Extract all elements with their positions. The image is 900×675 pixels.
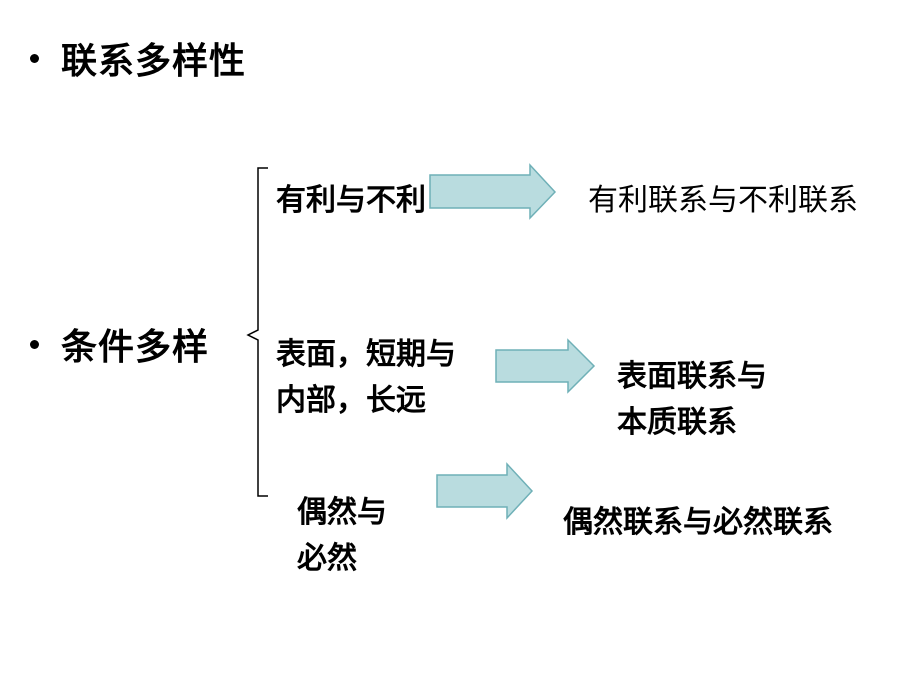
bullet-item-2: 条件多样 [30,318,209,370]
result-label-1: 有利联系与不利联系 [588,178,858,224]
arrow-right-icon-1 [429,163,557,220]
result-line: 表面联系与 [617,359,767,394]
result-label-3: 偶然联系与必然联系 [563,500,833,546]
bullet-dot-icon [30,339,39,349]
cause-line: 表面，短期与 [276,337,456,372]
cause-line: 偶然与 [297,495,387,530]
bullet-2-text: 条件多样 [61,327,210,368]
bullet-1-text: 联系多样性 [61,41,247,82]
left-brace-icon [246,167,268,497]
bullet-item-1: 联系多样性 [30,32,246,84]
result-line: 偶然联系与必然联系 [563,505,833,540]
cause-line: 必然 [297,541,357,576]
bullet-dot-icon [30,53,39,63]
cause-line: 有利与不利 [276,183,426,218]
result-line: 有利联系与不利联系 [588,183,858,218]
cause-line: 内部，长远 [276,383,426,418]
result-line: 本质联系 [617,405,737,440]
cause-label-3: 偶然与 必然 [297,490,387,582]
arrow-right-icon-2 [495,338,596,394]
arrow-right-icon-3 [436,462,534,520]
cause-label-2: 表面，短期与 内部，长远 [276,332,456,424]
result-label-2: 表面联系与 本质联系 [617,354,767,446]
cause-label-1: 有利与不利 [276,178,426,224]
